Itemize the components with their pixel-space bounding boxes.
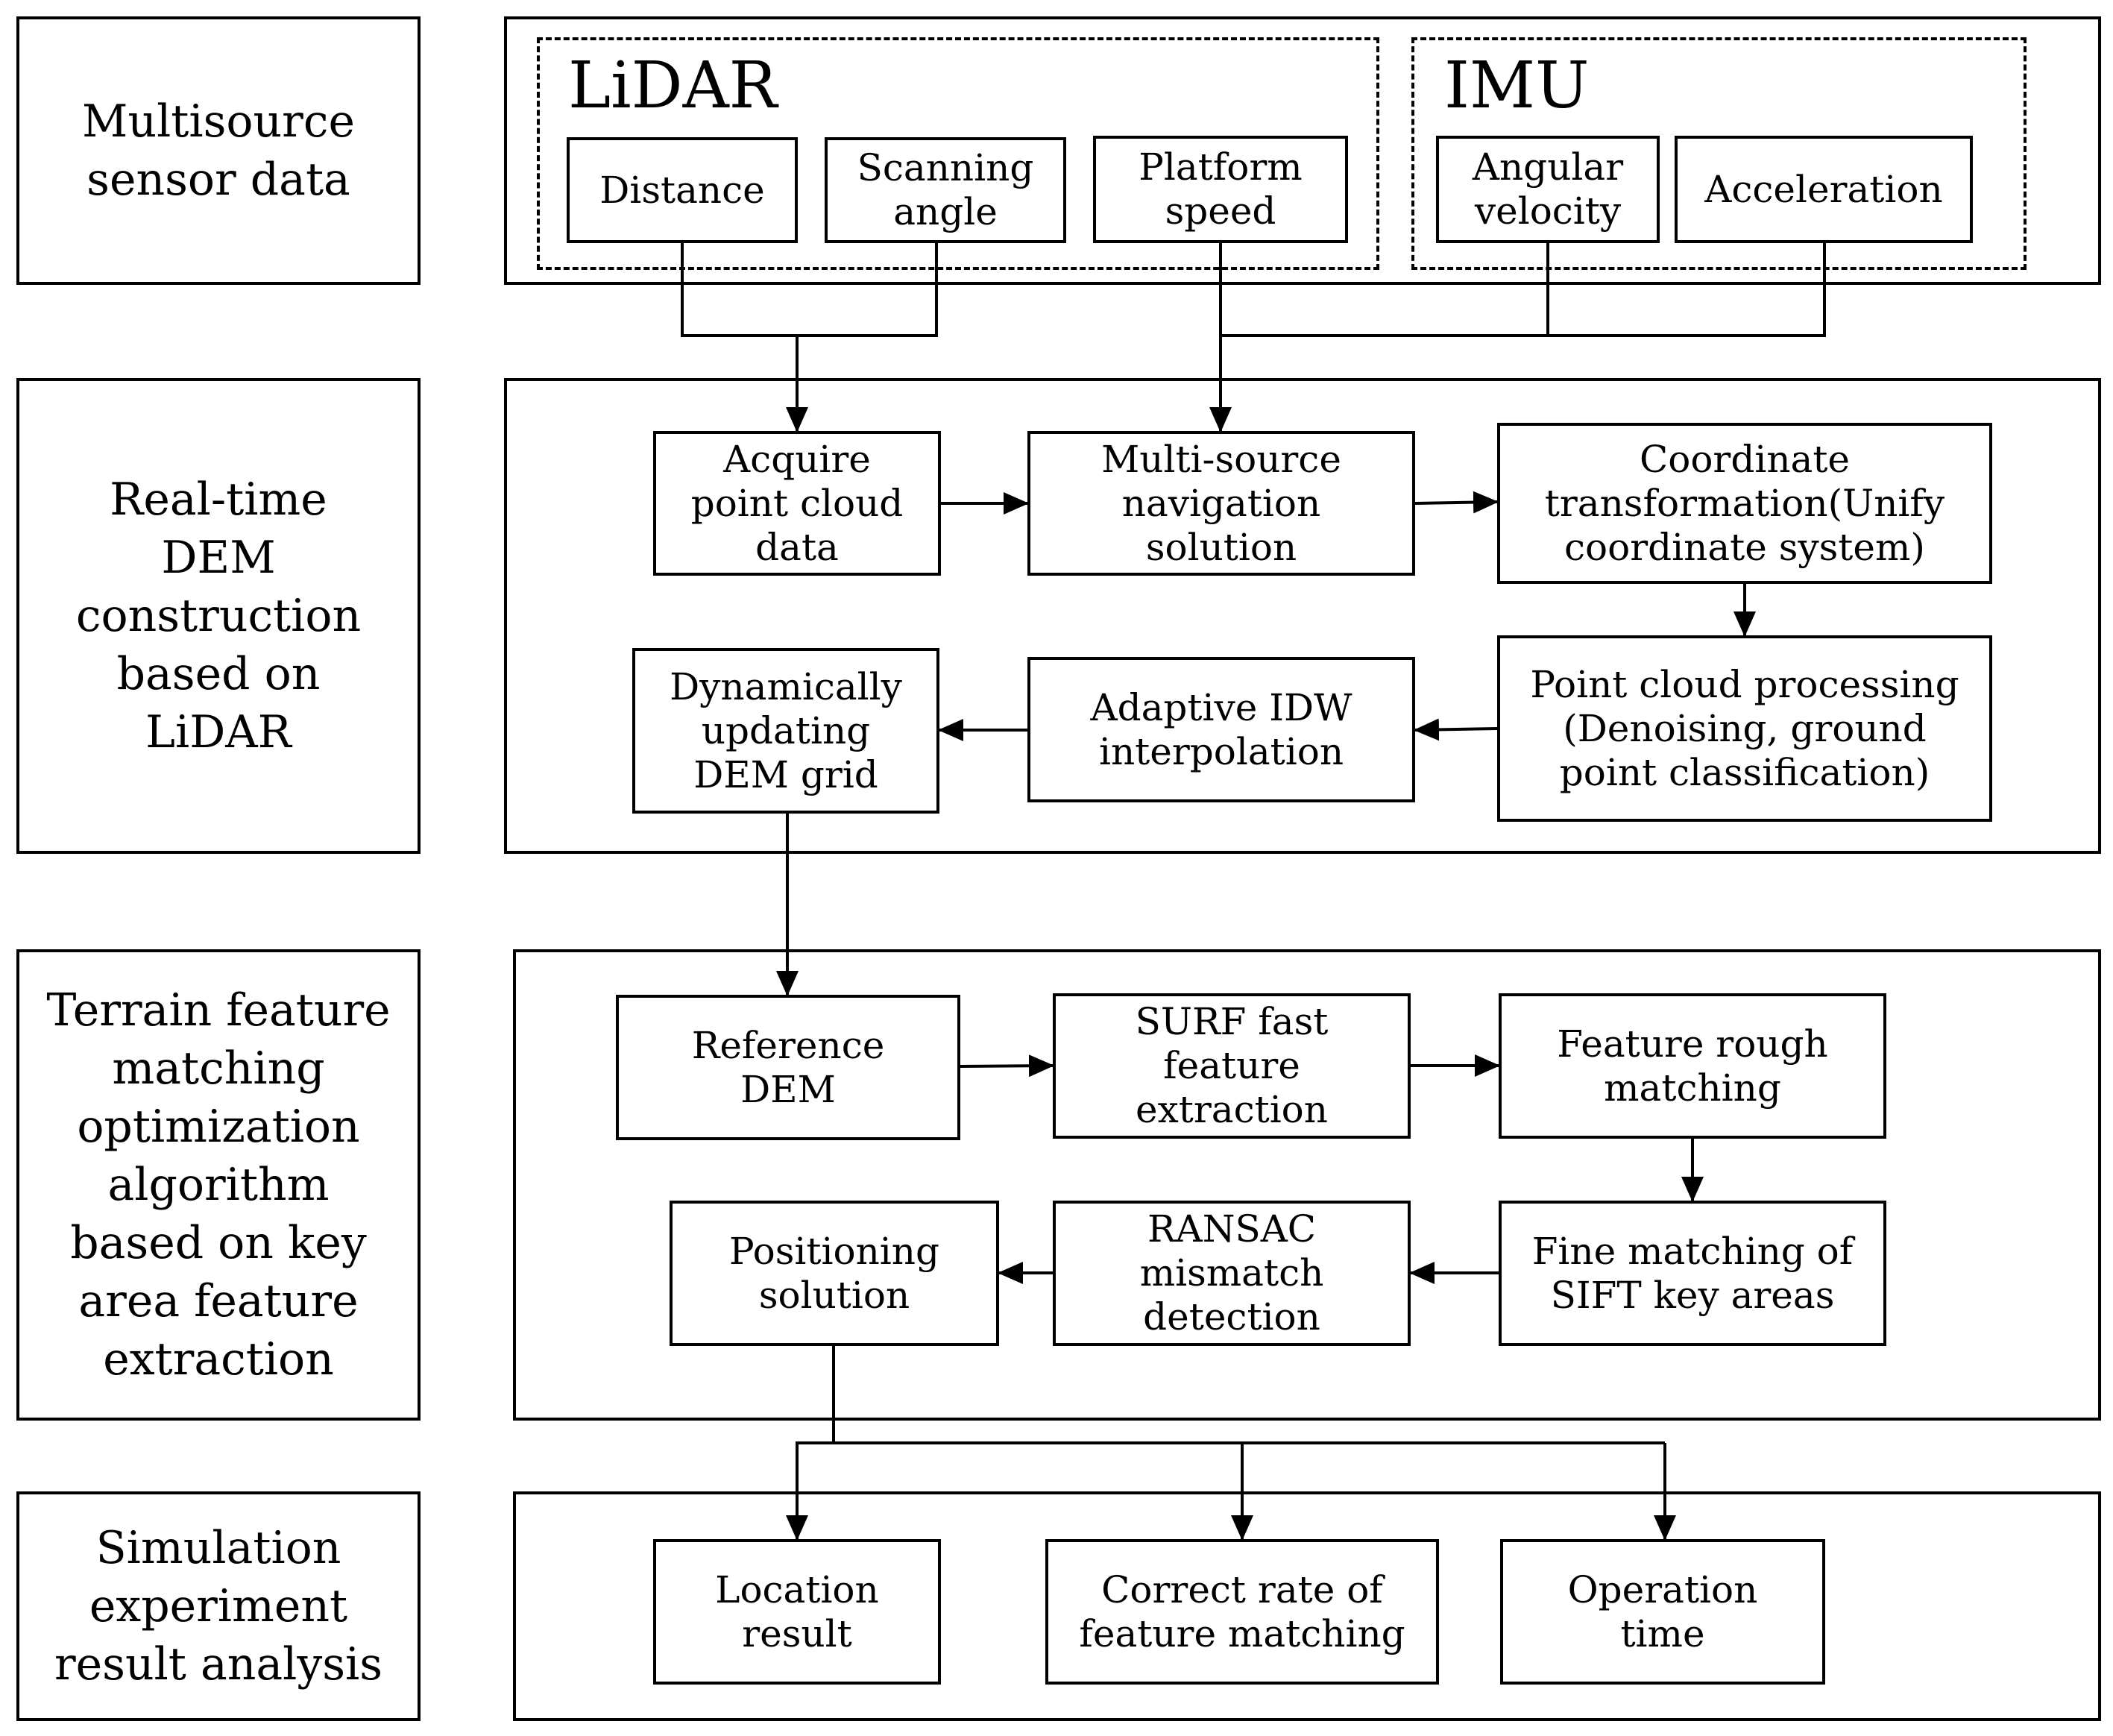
lidar-title: LiDAR	[568, 48, 778, 123]
acceleration-node: Acceleration	[1675, 136, 1973, 243]
coordinate-transformation-node: Coordinate transformation(Unify coordina…	[1497, 423, 1992, 584]
stage-frame-results	[513, 1491, 2101, 1721]
reference-dem-node: Reference DEM	[616, 995, 960, 1140]
point-cloud-processing-node: Point cloud processing (Denoising, groun…	[1497, 635, 1992, 822]
sift-fine-matching-node: Fine matching of SIFT key areas	[1499, 1201, 1886, 1346]
stage-label-simulation: Simulation experiment result analysis	[16, 1491, 421, 1721]
rough-matching-node: Feature rough matching	[1499, 993, 1886, 1139]
operation-time-node: Operation time	[1500, 1539, 1825, 1685]
correct-rate-node: Correct rate of feature matching	[1045, 1539, 1439, 1685]
location-result-node: Location result	[653, 1539, 941, 1685]
imu-title: IMU	[1444, 48, 1590, 123]
adaptive-idw-node: Adaptive IDW interpolation	[1027, 657, 1415, 802]
acquire-point-cloud-node: Acquire point cloud data	[653, 431, 941, 576]
angular-velocity-node: Angular velocity	[1436, 136, 1660, 243]
distance-node: Distance	[567, 137, 798, 243]
stage-label-multisource: Multisource sensor data	[16, 16, 421, 285]
stage-frame-dem	[504, 378, 2101, 854]
surf-extraction-node: SURF fast feature extraction	[1053, 993, 1411, 1139]
stage-label-dem-construction: Real-time DEM construction based on LiDA…	[16, 378, 421, 854]
dem-grid-node: Dynamically updating DEM grid	[632, 648, 939, 814]
platform-speed-node: Platform speed	[1093, 136, 1348, 243]
lidar-group	[537, 37, 1379, 270]
stage-label-terrain-matching: Terrain feature matching optimization al…	[16, 949, 421, 1421]
stage-frame-matching	[513, 949, 2101, 1421]
positioning-solution-node: Positioning solution	[670, 1201, 999, 1346]
ransac-detection-node: RANSAC mismatch detection	[1053, 1201, 1411, 1346]
scanning-angle-node: Scanning angle	[825, 137, 1066, 243]
navigation-solution-node: Multi-source navigation solution	[1027, 431, 1415, 576]
